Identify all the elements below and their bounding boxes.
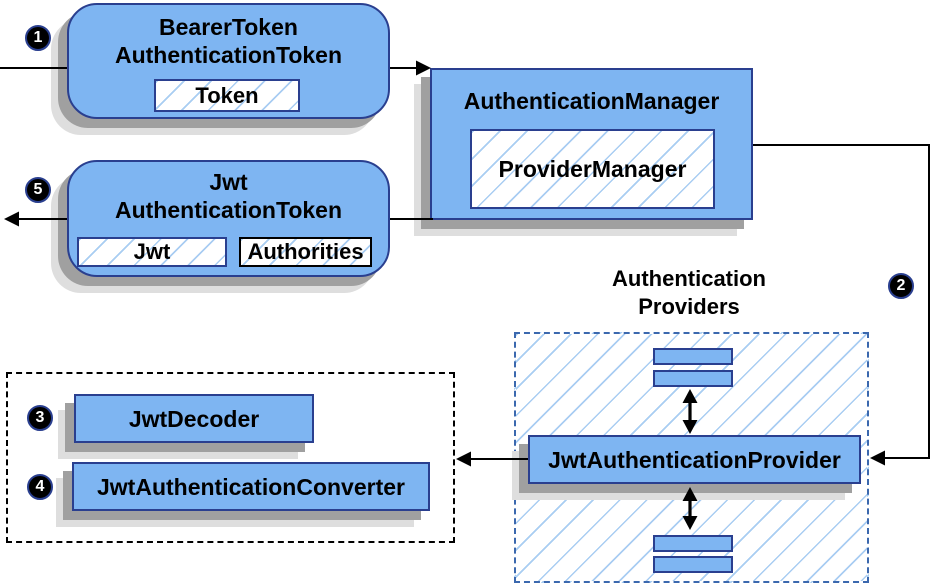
jwt-components-container: JwtDecoder JwtAuthenticationConverter	[6, 372, 455, 543]
provider-placeholder-bar-1	[653, 348, 733, 365]
provider-placeholder-bar-3	[653, 535, 733, 552]
jwt-token-title-line2: AuthenticationToken	[114, 197, 342, 223]
jwt-chip: Jwt	[77, 237, 227, 267]
provider-manager-label: ProviderManager	[498, 155, 687, 182]
authorities-chip: Authorities	[239, 237, 372, 267]
jwt-authentication-provider-title: JwtAuthenticationProvider	[548, 446, 841, 473]
arrowhead-to-decoder-icon	[456, 451, 471, 467]
step-2-badge: 2	[888, 273, 914, 299]
step-5-number: 5	[33, 181, 43, 198]
providers-label-line1: Authentication	[612, 266, 766, 291]
arrowhead-to-provider-icon	[870, 450, 885, 466]
step-1-number: 1	[33, 29, 43, 46]
step-3-number: 3	[35, 409, 45, 426]
token-chip-label: Token	[195, 82, 259, 108]
bearer-token-node-title: BearerToken AuthenticationToken	[69, 13, 388, 69]
authorities-chip-label: Authorities	[247, 239, 364, 264]
provider-manager-box: ProviderManager	[470, 129, 715, 209]
bearer-token-title-line2: AuthenticationToken	[114, 42, 342, 68]
jwt-authentication-token-node: Jwt AuthenticationToken Jwt Authorities	[67, 160, 390, 277]
provider-placeholder-bar-4	[653, 556, 733, 573]
jwt-authentication-provider-node: JwtAuthenticationProvider	[528, 435, 861, 484]
step-2-number: 2	[896, 277, 906, 294]
step-4-badge: 4	[27, 474, 53, 500]
jwt-decoder-node: JwtDecoder	[74, 394, 314, 443]
step-5-badge: 5	[25, 177, 51, 203]
jwt-decoder-title: JwtDecoder	[128, 405, 260, 432]
jwt-token-title-line1: Jwt	[209, 169, 248, 195]
step-3-badge: 3	[27, 405, 53, 431]
bearer-token-title-line1: BearerToken	[159, 14, 298, 40]
jwt-authentication-converter-node: JwtAuthenticationConverter	[72, 462, 430, 511]
jwt-authentication-converter-title: JwtAuthenticationConverter	[97, 473, 405, 500]
token-chip: Token	[154, 79, 300, 112]
jwt-chip-label: Jwt	[133, 239, 171, 264]
authentication-providers-label: Authentication Providers	[564, 265, 814, 321]
jwt-token-node-title: Jwt AuthenticationToken	[69, 168, 388, 224]
step-4-number: 4	[35, 478, 45, 495]
arrowhead-response-out-icon	[4, 211, 19, 227]
authentication-manager-node: AuthenticationManager ProviderManager	[430, 68, 753, 220]
authentication-providers-container: JwtAuthenticationProvider	[514, 332, 869, 583]
step-1-badge: 1	[25, 25, 51, 51]
providers-label-line2: Providers	[638, 294, 740, 319]
arrowhead-to-manager-icon	[416, 60, 431, 76]
authentication-manager-title: AuthenticationManager	[463, 88, 720, 114]
bearer-token-authentication-token-node: BearerToken AuthenticationToken Token	[67, 3, 390, 119]
provider-placeholder-bar-2	[653, 370, 733, 387]
